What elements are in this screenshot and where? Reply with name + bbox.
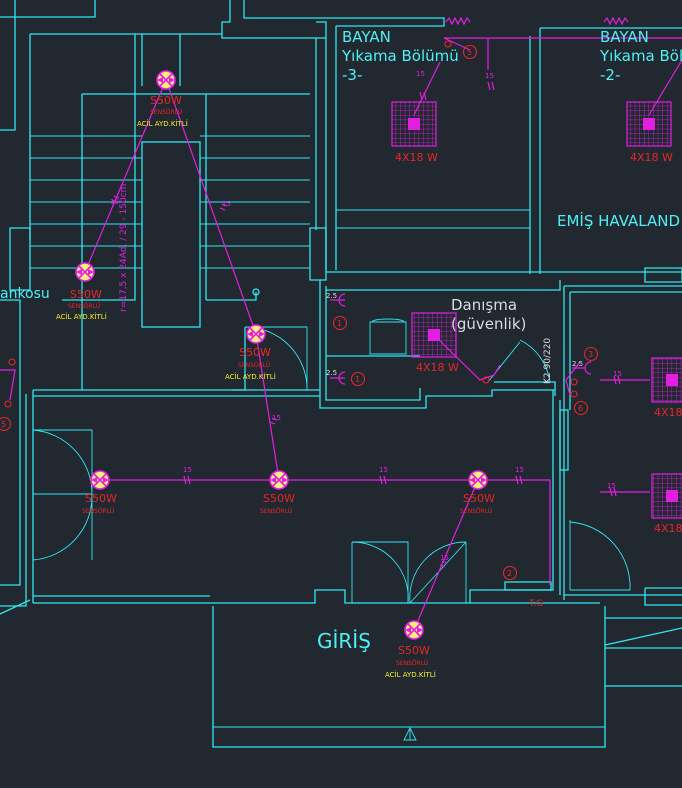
lamp-label: S50W <box>263 492 295 505</box>
room-bayan3-title: BAYAN <box>342 28 391 46</box>
distribution-box-label: K2 90/220 <box>543 338 553 384</box>
circuit-number: 2 <box>507 569 512 578</box>
panel-labels: 4X18 W 4X18 W 4X18 W 4X18 W 4X18 W <box>395 151 682 535</box>
circuit-number: 6 <box>578 404 583 413</box>
lamp-emergency: ACİL AYD.KİTLİ <box>56 312 107 321</box>
wire-size: 15 <box>183 466 192 474</box>
wire-size: 15 <box>222 200 231 208</box>
lamp-label: S50W <box>70 288 102 301</box>
lamp-sensor: SENSÖRLÜ <box>260 508 292 515</box>
main-panel-label: T.G <box>528 599 543 609</box>
lamp-sensor: SENSÖRLÜ <box>460 508 492 515</box>
stair-note: r=17,5 x 24Ad. / 29 - 150cm <box>119 184 129 312</box>
lamp-label: S50W <box>398 644 430 657</box>
lamp-sensor: SENSÖRLÜ <box>150 109 182 116</box>
panel-label: 4X18 W <box>654 406 682 419</box>
walls <box>0 0 682 748</box>
circuit-number: 1 <box>355 375 360 384</box>
panel-label: 4X18 W <box>654 522 682 535</box>
lamp-sensor: SENSÖRLÜ <box>68 303 100 310</box>
panel-label: 4X18 W <box>630 151 673 164</box>
wire-size: 15 <box>485 72 494 80</box>
lamp-emergency: ACİL AYD.KİTLİ <box>137 119 188 128</box>
room-giris: GİRİŞ <box>317 629 371 653</box>
panel-label: 4X18 W <box>395 151 438 164</box>
lamp-sensor: SENSÖRLÜ <box>238 362 270 369</box>
wire-size: 15 <box>607 482 616 490</box>
wire-size: 15 <box>110 198 119 206</box>
annotations: r=17,5 x 24Ad. / 29 - 150cm K2 90/220 T.… <box>1 48 593 609</box>
wiring <box>0 16 682 631</box>
lamp-label: S50W <box>85 492 117 505</box>
circuit-number: 5 <box>1 420 6 429</box>
wire-size: 15 <box>379 466 388 474</box>
wire-size: 15 <box>416 70 425 78</box>
wire-size: 15 <box>272 414 281 422</box>
wire-size: 15 <box>613 370 622 378</box>
room-labels: BAYAN Yıkama Bölümü -3- BAYAN Yıkama Böl… <box>0 28 682 653</box>
wire-size: 15 <box>515 466 524 474</box>
socket-size: 2.5 <box>326 292 337 300</box>
lamp-label: S50W <box>463 492 495 505</box>
circuit-number: 1 <box>337 319 342 328</box>
room-bayan3-subtitle: Yıkama Bölümü <box>341 47 459 65</box>
room-emis: EMİŞ HAVALAND <box>557 211 680 230</box>
lamp-emergency: ACİL AYD.KİTLİ <box>385 670 436 679</box>
room-danisma: Danışma <box>451 296 517 314</box>
lamp-label: S50W <box>239 346 271 359</box>
socket-size: 2.5 <box>572 360 583 368</box>
lamp-sensor: SENSÖRLÜ <box>396 660 428 667</box>
room-guvenlik: (güvenlik) <box>451 315 526 333</box>
panels <box>391 101 682 519</box>
lamp-sensor: SENSÖRLÜ <box>82 508 114 515</box>
wire-labels: 15 15 15 15 15 15 15 15 15 15 15 2.5 2.5… <box>110 70 622 562</box>
room-bankosu: ankosu <box>0 286 50 302</box>
wire-size: 15 <box>440 554 449 562</box>
panel-label: 4X18 W <box>416 361 459 374</box>
room-bayan2-title: BAYAN <box>600 28 649 46</box>
lamp-emergency: ACİL AYD.KİTLİ <box>225 372 276 381</box>
lamp-labels: S50W SENSÖRLÜ ACİL AYD.KİTLİ S50W SENSÖR… <box>56 94 495 679</box>
room-bayan2-subtitle: Yıkama Bölümü <box>599 47 682 65</box>
room-bayan2-number: -2- <box>600 66 620 84</box>
circuit-markers <box>0 40 599 581</box>
lamp-label: S50W <box>150 94 182 107</box>
circuit-number: 3 <box>588 350 593 359</box>
room-bayan3-number: -3- <box>342 66 362 84</box>
circuit-number: 5 <box>467 48 472 57</box>
socket-size: 2.5 <box>326 369 337 377</box>
